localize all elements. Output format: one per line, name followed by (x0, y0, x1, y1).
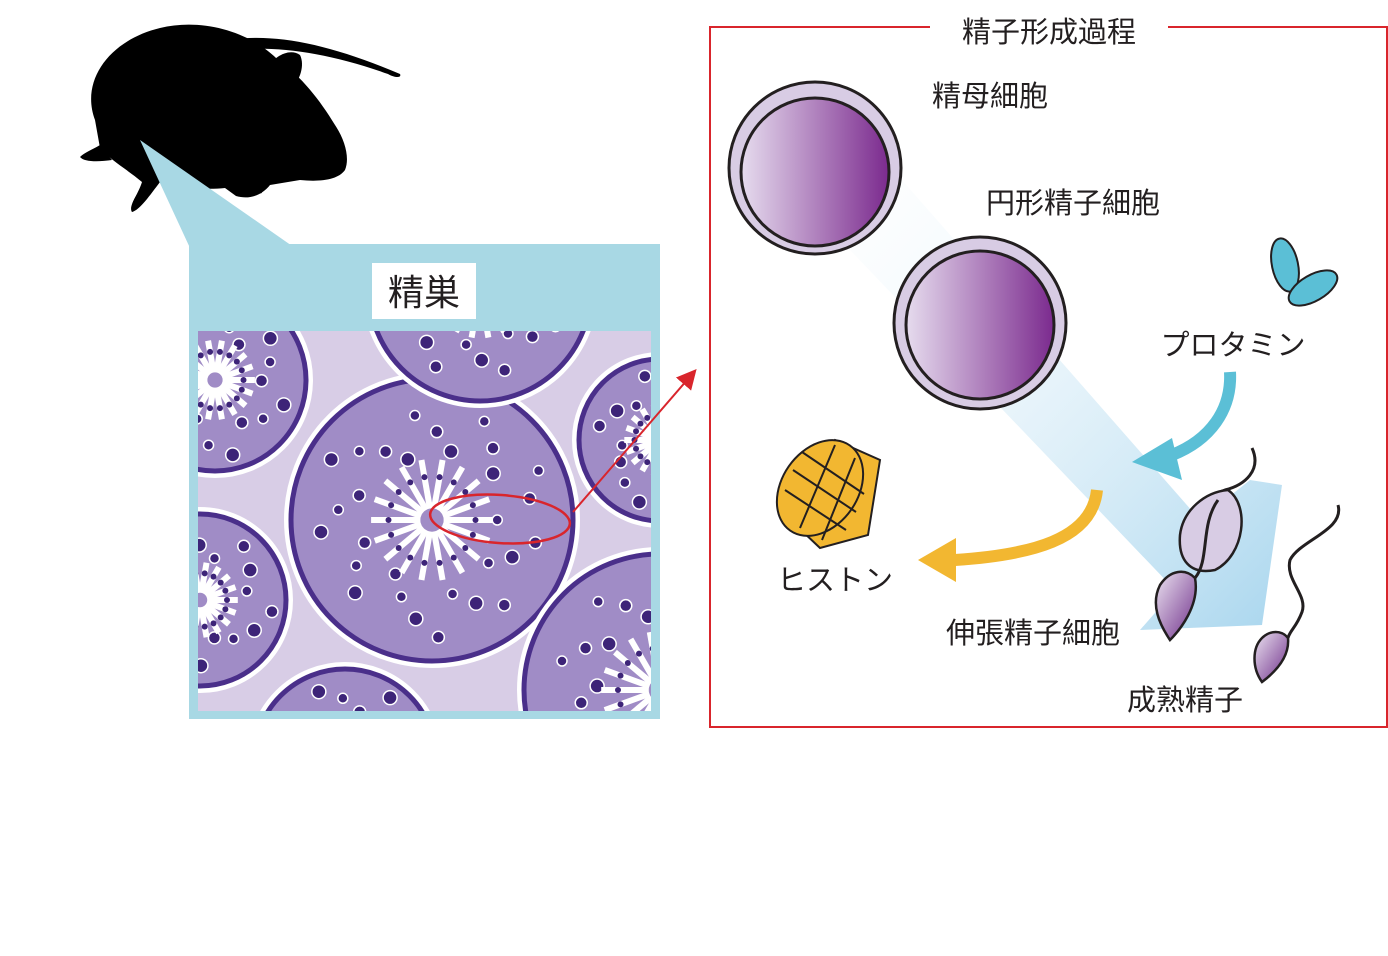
process-frame (709, 26, 1388, 728)
round-spermatid-cell (892, 235, 1068, 411)
seminiferous-tubule (369, 331, 591, 408)
process-title: 精子形成過程 (962, 15, 1136, 49)
histone-icon (775, 438, 882, 550)
mature-sperm-label: 成熟精子 (1127, 683, 1243, 717)
highlight-ellipse (428, 493, 572, 545)
spermatocyte-cell (727, 80, 903, 256)
histone-arrow (954, 489, 1103, 566)
histone-label: ヒストン (777, 563, 893, 597)
zoom-wedge (140, 140, 295, 248)
round-spermatid-label: 円形精子細胞 (986, 186, 1160, 220)
mouse-icon (80, 24, 401, 212)
seminiferous-tubule (517, 547, 651, 711)
histone-arrow-head (918, 538, 956, 582)
protamine-icon (1270, 237, 1339, 307)
testis-label-box (372, 263, 476, 319)
seminiferous-tubule (198, 507, 293, 693)
mature-sperm-cell (1253, 504, 1341, 684)
seminiferous-tubule (284, 372, 580, 668)
spermatocyte-label: 精母細胞 (932, 79, 1048, 113)
zoom-arrow (572, 368, 697, 513)
testis-panel: 精巣 (189, 244, 660, 719)
elongating-spermatid-cells (1154, 447, 1257, 642)
protamine-arrow-head (1132, 438, 1182, 480)
process-panel: 精子形成過程 精母細胞 円形精子細胞 プロタミン ヒストン (709, 15, 1388, 728)
testis-label: 精巣 (388, 273, 460, 314)
protamine-label: プロタミン (1160, 328, 1305, 362)
seminiferous-tubule (198, 331, 313, 478)
seminiferous-tubule (260, 662, 430, 711)
seminiferous-tubule (572, 352, 651, 528)
protamine-arrow (1169, 371, 1237, 461)
elongating-spermatid-label: 伸張精子細胞 (946, 616, 1120, 650)
